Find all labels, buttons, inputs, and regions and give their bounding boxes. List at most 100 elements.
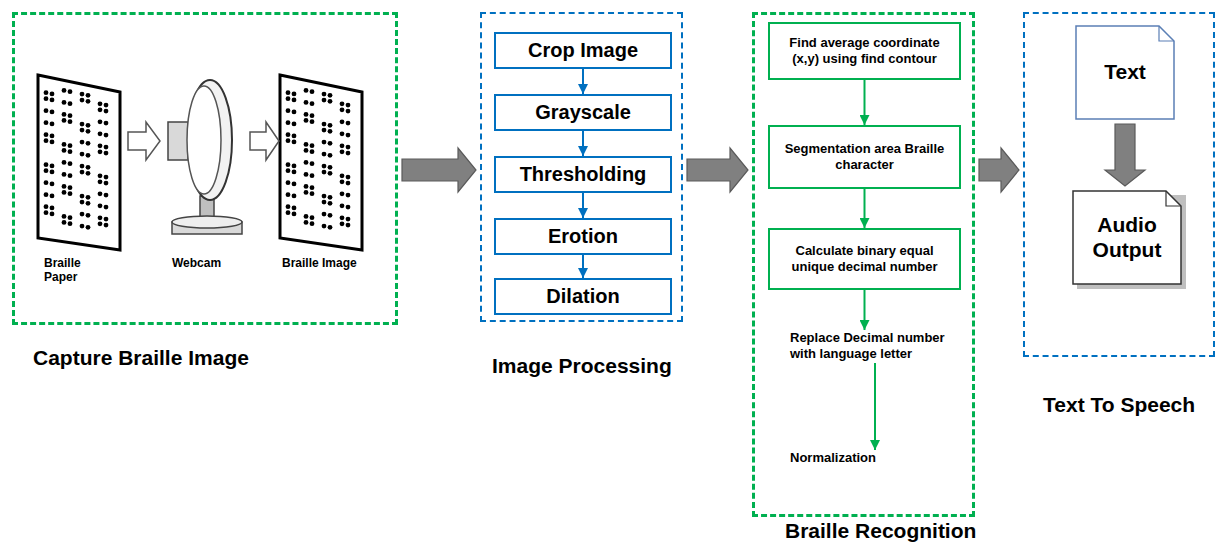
braille-dot bbox=[328, 93, 333, 98]
braille-dot bbox=[286, 180, 291, 185]
recognition-group: Braille RecognitionFind average coordina… bbox=[752, 12, 975, 517]
braille-dot bbox=[50, 164, 55, 169]
image-outline bbox=[280, 75, 362, 250]
braille-dot bbox=[286, 162, 291, 167]
webcam-base-top bbox=[172, 216, 242, 228]
braille-dot bbox=[86, 123, 91, 128]
flow-arrow bbox=[582, 131, 584, 156]
braille-dot bbox=[98, 143, 103, 148]
braille-dot bbox=[80, 224, 85, 229]
braille-dot bbox=[86, 141, 91, 146]
block-arrow bbox=[979, 148, 1019, 192]
webcam-lens bbox=[168, 122, 188, 160]
braille-dot bbox=[80, 92, 85, 97]
braille-dot bbox=[86, 171, 91, 176]
braille-dot bbox=[292, 194, 297, 199]
flow-arrow bbox=[582, 255, 584, 278]
braille-dot bbox=[86, 129, 91, 134]
braille-dot bbox=[44, 162, 49, 167]
step-text: Replace Decimal number with language let… bbox=[790, 330, 960, 363]
braille-dot bbox=[328, 123, 333, 128]
braille-dot bbox=[68, 161, 73, 166]
braille-dot bbox=[104, 145, 109, 150]
braille-dot bbox=[322, 200, 327, 205]
braille-dot bbox=[346, 205, 351, 210]
braille-dot bbox=[304, 100, 309, 105]
braille-dot bbox=[62, 220, 67, 225]
webcam-rim bbox=[187, 86, 221, 194]
document-fold bbox=[1159, 26, 1174, 41]
braille-dot bbox=[80, 164, 85, 169]
braille-image-sheet bbox=[280, 75, 362, 250]
braille-dot bbox=[310, 215, 315, 220]
braille-dot bbox=[62, 190, 67, 195]
braille-dot bbox=[44, 108, 49, 113]
braille-dot bbox=[286, 192, 291, 197]
process-box: Grayscale bbox=[494, 94, 672, 131]
braille-dot bbox=[286, 138, 291, 143]
braille-dot bbox=[310, 191, 315, 196]
braille-dot bbox=[44, 96, 49, 101]
braille-dot bbox=[346, 151, 351, 156]
braille-dot bbox=[62, 112, 67, 117]
braille-dot bbox=[104, 109, 109, 114]
braille-dot bbox=[104, 193, 109, 198]
braille-dot bbox=[86, 213, 91, 218]
block-arrow bbox=[687, 148, 748, 192]
braille-dot bbox=[68, 149, 73, 154]
braille-dot bbox=[50, 140, 55, 145]
braille-dot bbox=[104, 103, 109, 108]
braille-dot bbox=[346, 103, 351, 108]
figure-label: Braille Image bbox=[282, 256, 357, 270]
braille-dot bbox=[104, 175, 109, 180]
braille-dot bbox=[310, 173, 315, 178]
paper-outline bbox=[38, 75, 120, 250]
braille-dot bbox=[304, 148, 309, 153]
braille-dot bbox=[322, 140, 327, 145]
group-heading: Text To Speech bbox=[1043, 393, 1195, 417]
braille-dot bbox=[304, 190, 309, 195]
braille-dot bbox=[292, 134, 297, 139]
braille-dot bbox=[322, 194, 327, 199]
braille-dot bbox=[80, 170, 85, 175]
braille-dot bbox=[340, 221, 345, 226]
braille-dot bbox=[346, 223, 351, 228]
braille-dot bbox=[286, 90, 291, 95]
braille-dot bbox=[292, 164, 297, 169]
braille-dot bbox=[50, 110, 55, 115]
process-step-text: Replace Decimal number with language let… bbox=[790, 330, 960, 363]
braille-dot bbox=[340, 203, 345, 208]
document-shape: Text bbox=[1075, 25, 1175, 120]
braille-dot bbox=[86, 165, 91, 170]
braille-dot bbox=[286, 132, 291, 137]
group-heading: Image Processing bbox=[492, 354, 672, 378]
figure-label: Braille Paper bbox=[44, 256, 104, 285]
braille-dot bbox=[340, 101, 345, 106]
braille-dot bbox=[322, 152, 327, 157]
step-text: Text bbox=[1104, 60, 1146, 84]
braille-dot bbox=[340, 215, 345, 220]
step-text: Thresholding bbox=[520, 163, 647, 186]
braille-dot bbox=[80, 200, 85, 205]
braille-dot bbox=[346, 109, 351, 114]
process-step-text: Normalization bbox=[790, 450, 940, 467]
braille-dot bbox=[44, 168, 49, 173]
step-text: Find average coordinate (x,y) using find… bbox=[778, 35, 951, 66]
braille-dot bbox=[328, 225, 333, 230]
braille-dot bbox=[346, 175, 351, 180]
braille-dot bbox=[322, 224, 327, 229]
step-text: Crop Image bbox=[528, 39, 638, 62]
braille-dot bbox=[328, 165, 333, 170]
braille-dot bbox=[80, 194, 85, 199]
braille-dot bbox=[340, 173, 345, 178]
process-box: Find average coordinate (x,y) using find… bbox=[768, 22, 961, 80]
braille-dot bbox=[304, 184, 309, 189]
braille-dot bbox=[340, 179, 345, 184]
process-box: Calculate binary equal unique decimal nu… bbox=[768, 228, 961, 290]
flow-arrow bbox=[250, 122, 279, 160]
braille-dot bbox=[286, 210, 291, 215]
braille-dot bbox=[346, 133, 351, 138]
braille-dot bbox=[340, 107, 345, 112]
braille-dot bbox=[340, 143, 345, 148]
